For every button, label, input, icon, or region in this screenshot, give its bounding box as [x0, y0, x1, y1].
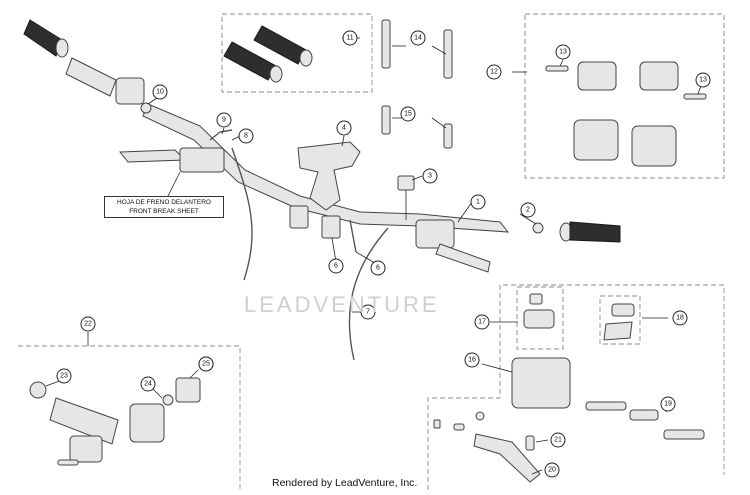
- clamp-set-12: [545, 61, 707, 167]
- svg-text:20: 20: [548, 467, 556, 474]
- cable-7: [348, 227, 389, 361]
- callout-21: 21: [550, 432, 566, 448]
- callout-24: 24: [140, 376, 156, 392]
- callout-17: 17: [474, 314, 490, 330]
- svg-text:10: 10: [156, 89, 164, 96]
- svg-text:13: 13: [699, 77, 707, 84]
- callout-4: 4: [336, 120, 352, 136]
- callout-18: 18: [672, 310, 688, 326]
- clamp-set-box: [524, 13, 725, 179]
- svg-text:13: 13: [559, 49, 567, 56]
- svg-text:7: 7: [366, 309, 370, 316]
- svg-text:12: 12: [490, 69, 498, 76]
- callout-15: 15: [400, 106, 416, 122]
- master-cylinder-box: [427, 284, 725, 490]
- callout-22: 22: [80, 316, 96, 332]
- callout-20: 20: [544, 462, 560, 478]
- grip-set-box: [221, 13, 373, 93]
- callout-10: 10: [152, 84, 168, 100]
- svg-text:17: 17: [478, 319, 486, 326]
- svg-text:4: 4: [342, 125, 346, 132]
- master-cylinder-16: [511, 293, 635, 409]
- callout-3: 3: [422, 168, 438, 184]
- reservoir-small-parts: [433, 411, 485, 431]
- watermark: LEADVENTURE: [244, 292, 440, 317]
- callout-14: 14: [410, 30, 426, 46]
- svg-text:15: 15: [404, 111, 412, 118]
- left-cable: [231, 147, 253, 281]
- svg-text:24: 24: [144, 381, 152, 388]
- note-line-2: FRONT BREAK SHEET: [129, 208, 199, 215]
- throttle-group-box: [18, 345, 241, 490]
- piston-kit-19: [585, 401, 705, 440]
- throttle-group-22: [29, 377, 201, 466]
- bar-clamps: [289, 205, 341, 239]
- front-brake-note: HOJA DE FRENO DELANTERO FRONT BREAK SHEE…: [104, 196, 224, 218]
- callout-6a: 6: [328, 258, 344, 274]
- svg-text:23: 23: [60, 373, 68, 380]
- callout-2: 2: [520, 202, 536, 218]
- svg-text:18: 18: [676, 315, 684, 322]
- lever-20: [473, 433, 541, 483]
- callout-25: 25: [198, 356, 214, 372]
- grip-set-11: [223, 25, 313, 83]
- callout-13b: 13: [695, 72, 711, 88]
- callout-16: 16: [464, 352, 480, 368]
- right-lever-assembly: [415, 219, 491, 273]
- callout-11: 11: [342, 30, 358, 46]
- bar-end-10: [140, 102, 152, 114]
- svg-text:1: 1: [476, 199, 480, 206]
- callout-6b: 6: [370, 260, 386, 276]
- svg-text:11: 11: [346, 35, 353, 42]
- svg-text:22: 22: [84, 321, 92, 328]
- svg-text:9: 9: [222, 117, 226, 124]
- svg-text:6: 6: [376, 265, 380, 272]
- svg-text:25: 25: [202, 361, 210, 368]
- left-brake-assembly: [118, 129, 233, 173]
- callout-7: 7: [360, 304, 376, 320]
- callout-1: 1: [470, 194, 486, 210]
- svg-text:6: 6: [334, 263, 338, 270]
- left-grip: [23, 19, 145, 105]
- callout-9: 9: [216, 112, 232, 128]
- svg-text:19: 19: [664, 401, 672, 408]
- note-line-1: HOJA DE FRENO DELANTERO: [117, 199, 211, 206]
- svg-text:8: 8: [244, 133, 248, 140]
- callout-23: 23: [56, 368, 72, 384]
- right-grip: [532, 221, 621, 243]
- switch-3: [397, 175, 415, 220]
- callout-12: 12: [486, 64, 502, 80]
- bolts-14: [381, 19, 453, 79]
- callout-13a: 13: [555, 44, 571, 60]
- credit-text: Rendered by LeadVenture, Inc.: [272, 477, 418, 489]
- bolts-15: [381, 105, 453, 149]
- pivot-bolt-21: [525, 435, 535, 451]
- svg-text:2: 2: [526, 207, 530, 214]
- callout-8: 8: [238, 128, 254, 144]
- callout-19: 19: [660, 396, 676, 412]
- svg-text:3: 3: [428, 173, 432, 180]
- svg-text:14: 14: [414, 35, 422, 42]
- cable-8: [349, 219, 357, 253]
- svg-text:16: 16: [468, 357, 476, 364]
- svg-text:21: 21: [554, 437, 562, 444]
- cover-4: [297, 141, 361, 211]
- reservoir-cap-box: [516, 286, 564, 350]
- lever-guard-box: [599, 295, 641, 345]
